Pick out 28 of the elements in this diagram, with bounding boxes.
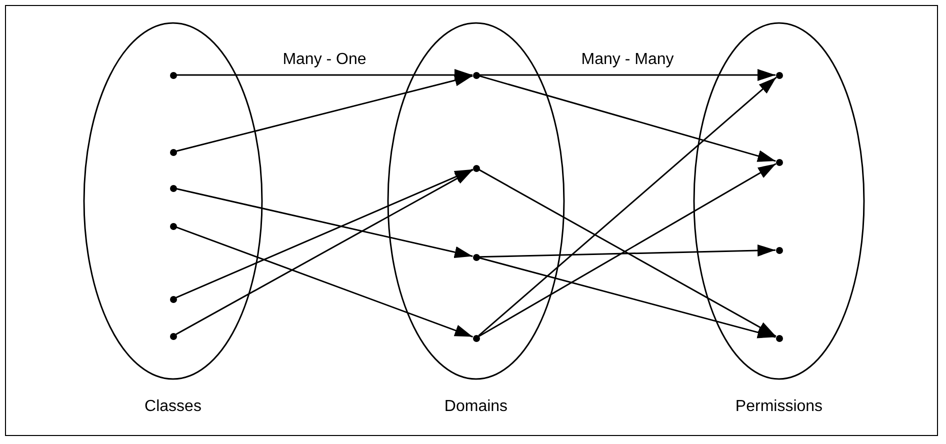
arrow xyxy=(480,69,776,81)
point-dot xyxy=(170,296,176,302)
point-dot xyxy=(776,246,782,254)
arrow xyxy=(176,226,473,338)
arrow xyxy=(479,244,776,258)
set-label: Permissions xyxy=(734,398,824,416)
arrow xyxy=(176,74,473,152)
point-dot xyxy=(170,184,176,192)
arrow xyxy=(176,69,472,81)
arrow xyxy=(479,75,776,162)
point-dot xyxy=(170,72,176,78)
point-dot xyxy=(776,72,782,78)
arrow xyxy=(479,257,776,338)
arrow xyxy=(478,76,777,336)
set-label: Classes xyxy=(144,398,202,416)
point-dot xyxy=(472,72,480,78)
point-dot xyxy=(472,164,480,172)
point-dot xyxy=(776,334,782,342)
point-dot xyxy=(170,222,176,230)
point-dot xyxy=(472,334,480,342)
set-label: Domains xyxy=(443,398,509,416)
point-dot xyxy=(170,332,176,340)
arrow xyxy=(176,188,473,258)
point-dot xyxy=(170,148,176,156)
arrow xyxy=(176,168,474,298)
point-dot xyxy=(776,158,782,166)
point-dot xyxy=(472,254,480,260)
arrow xyxy=(176,169,474,335)
